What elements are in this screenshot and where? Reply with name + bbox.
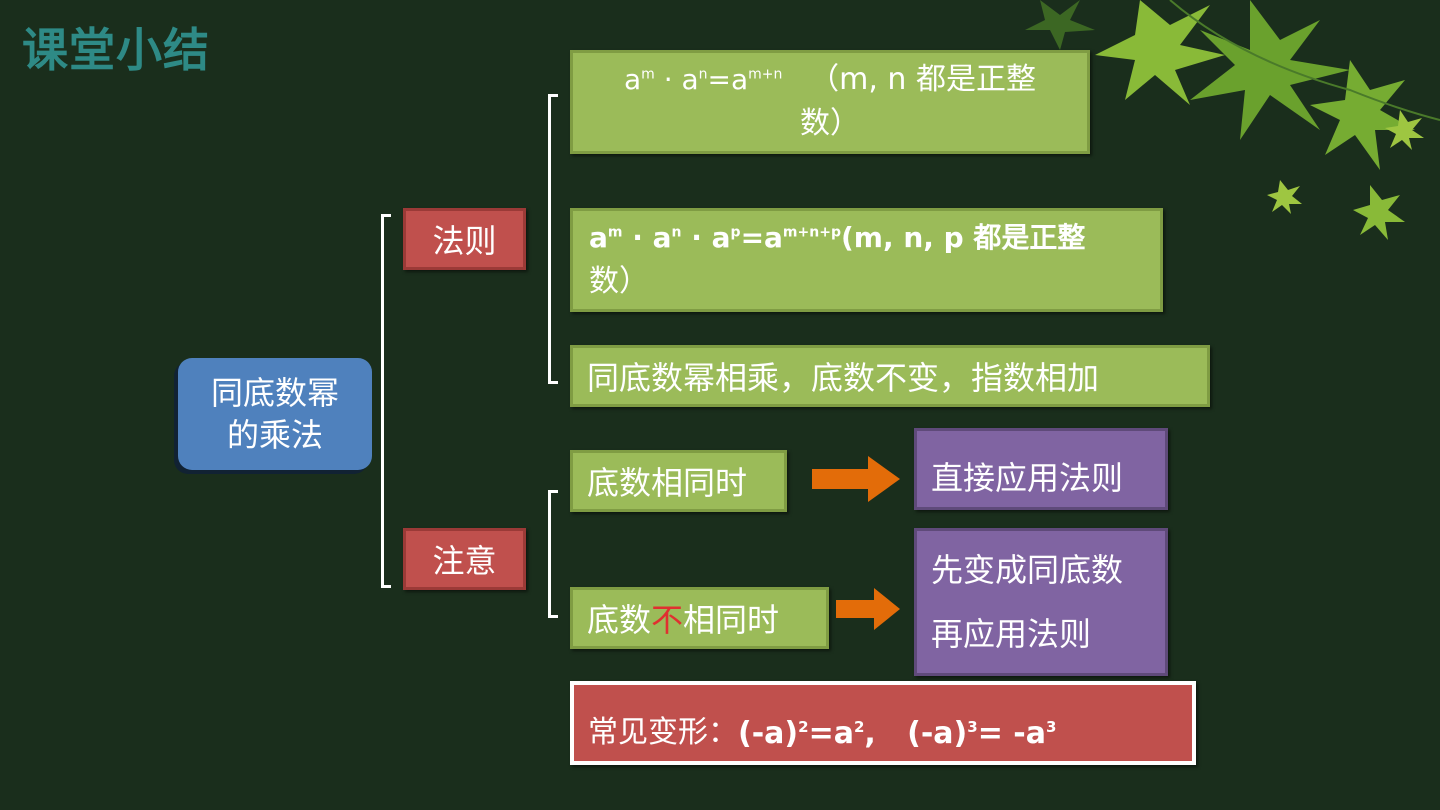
formula-2-box: am · an · ap=am+n+p(m, n, p 都是正整 数） [570, 208, 1163, 312]
formula-2-line2: 数） [589, 264, 649, 299]
formula-1-line2: 数） [800, 106, 860, 141]
common-expr-2: (-a)3= -a3 [907, 716, 1057, 751]
leaves-decoration [1025, 0, 1440, 240]
common-transform-box: 常见变形： (-a)2=a2, (-a)3= -a3 [570, 681, 1196, 765]
page-title: 课堂小结 [22, 23, 210, 77]
root-line2: 的乘法 [226, 416, 323, 454]
diff-base-box: 底数不相同时 [570, 587, 829, 649]
rule-label: 法则 [432, 222, 497, 260]
diff-base-result-line1: 先变成同底数 [931, 551, 1124, 589]
formula-1-line1: am · an=am+n （m, n 都是正整 [624, 62, 1036, 97]
formula-2-line1: am · an · ap=am+n+p(m, n, p 都是正整 [589, 221, 1086, 254]
same-base-result-text: 直接应用法则 [931, 459, 1124, 497]
note-label-box: 注意 [403, 528, 526, 590]
diff-base-result-line2: 再应用法则 [931, 615, 1092, 653]
note-bracket [548, 490, 558, 618]
root-topic-box: 同底数幂 的乘法 [178, 358, 372, 470]
rule-bracket [548, 94, 558, 384]
root-line1: 同底数幂 [210, 374, 339, 412]
arrow-right-icon [836, 588, 900, 630]
diff-base-red: 不 [651, 601, 684, 639]
same-base-result-box: 直接应用法则 [914, 428, 1168, 510]
diff-base-pre: 底数 [587, 601, 652, 639]
diff-base-result-box: 先变成同底数 再应用法则 [914, 528, 1168, 676]
diff-base-post: 相同时 [683, 601, 780, 639]
formula-2-condition: (m, n, p 都是正整 [840, 221, 1086, 254]
same-base-text: 底数相同时 [587, 464, 748, 502]
rule-text: 同底数幂相乘，底数不变，指数相加 [587, 359, 1100, 397]
formula-1-condition: （m, n 都是正整 [809, 62, 1036, 97]
note-label: 注意 [432, 542, 497, 580]
common-prefix: 常见变形： [588, 715, 738, 750]
common-expr-1: (-a)2=a2, [738, 716, 908, 751]
main-bracket [381, 214, 391, 588]
formula-1-box: am · an=am+n （m, n 都是正整 数） [570, 50, 1090, 154]
rule-label-box: 法则 [403, 208, 526, 270]
same-base-box: 底数相同时 [570, 450, 787, 512]
rule-text-box: 同底数幂相乘，底数不变，指数相加 [570, 345, 1210, 407]
arrow-right-icon [812, 456, 900, 502]
